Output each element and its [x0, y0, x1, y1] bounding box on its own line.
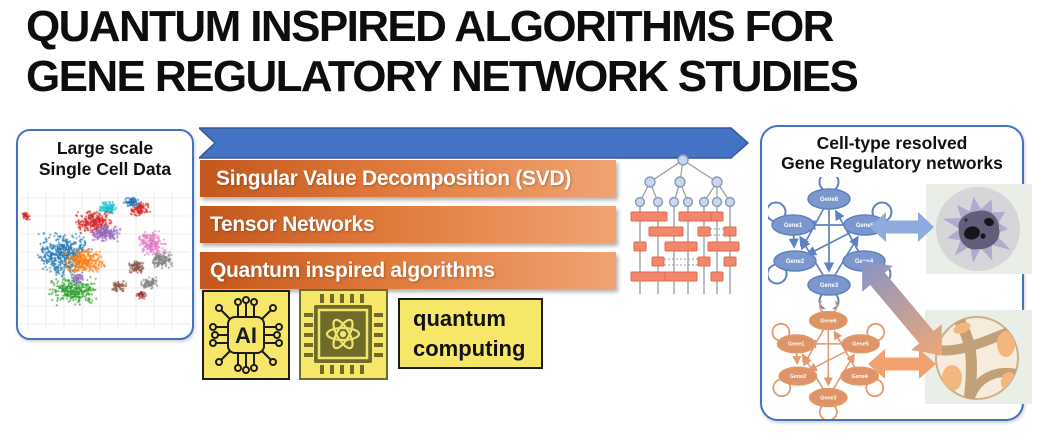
- gene-node-label: Gene3: [820, 283, 839, 289]
- quantum-computing-line1: quantum: [413, 306, 506, 331]
- method-bar-svd-label: Singular Value Decomposition (SVD): [216, 166, 572, 190]
- gene-node-label: Gene5: [856, 223, 875, 229]
- gradient-double-arrow: [862, 260, 942, 356]
- tree-nodes: [634, 154, 736, 208]
- microglia-cell-image: [926, 184, 1032, 274]
- gene-node-label: Gene6: [820, 318, 836, 324]
- method-bar-tensor-label: Tensor Networks: [210, 212, 375, 236]
- page-title-line2: GENE REGULATORY NETWORK STUDIES: [26, 52, 859, 101]
- ai-chip-graphic: AI: [209, 296, 283, 374]
- page-title-line1: QUANTUM INSPIRED ALGORITHMS FOR: [26, 2, 834, 51]
- gene-node-label: Gene5: [852, 342, 868, 348]
- gene-node-label: Gene1: [788, 342, 804, 348]
- orange-double-arrow: [868, 349, 936, 379]
- single-cell-label-line1: Large scale: [56, 138, 154, 158]
- grn-title-line1: Cell-type resolved: [816, 133, 968, 153]
- single-cell-label-line2: Single Cell Data: [38, 159, 172, 179]
- single-cell-data-panel: Large scale Single Cell Data: [16, 129, 194, 340]
- gene-node-label: Gene3: [820, 395, 836, 401]
- grn-title-line2: Gene Regulatory networks: [781, 153, 1003, 173]
- single-cell-panel-label: Large scale Single Cell Data: [18, 138, 192, 180]
- gene-node-label: Gene2: [786, 259, 805, 265]
- method-bar-quantum-inspired: Quantum inspired algorithms: [200, 252, 616, 289]
- tensor-network-diagram: [630, 154, 740, 294]
- hepatocyte-tissue-image: [925, 310, 1032, 404]
- method-bar-tensor-networks: Tensor Networks: [200, 206, 616, 243]
- gene-node-label: Gene2: [790, 374, 806, 380]
- flow-arrow-icon: [199, 127, 749, 159]
- gene-node-label: Gene6: [820, 197, 839, 203]
- quantum-computing-box: quantum computing: [398, 298, 543, 369]
- gene-node-label: Gene4: [851, 374, 867, 380]
- ai-chip-label: AI: [235, 323, 257, 348]
- gene-node-label: Gene1: [784, 223, 803, 229]
- atom-icon: [325, 318, 361, 350]
- ai-chip-icon: AI: [202, 290, 290, 380]
- blue-double-arrow: [870, 212, 934, 242]
- method-bar-svd: Singular Value Decomposition (SVD): [200, 160, 616, 197]
- quantum-chip-graphic: [304, 294, 383, 374]
- quantum-chip-icon: [299, 289, 388, 380]
- circuit-gates: [630, 211, 740, 282]
- grn-panel-title: Cell-type resolved Gene Regulatory netwo…: [762, 133, 1022, 173]
- method-bar-quantum-label: Quantum inspired algorithms: [210, 258, 495, 282]
- quantum-computing-line2: computing: [413, 336, 526, 361]
- page-title: QUANTUM INSPIRED ALGORITHMS FOR GENE REG…: [26, 2, 859, 102]
- tsne-scatter-plot: [20, 192, 190, 330]
